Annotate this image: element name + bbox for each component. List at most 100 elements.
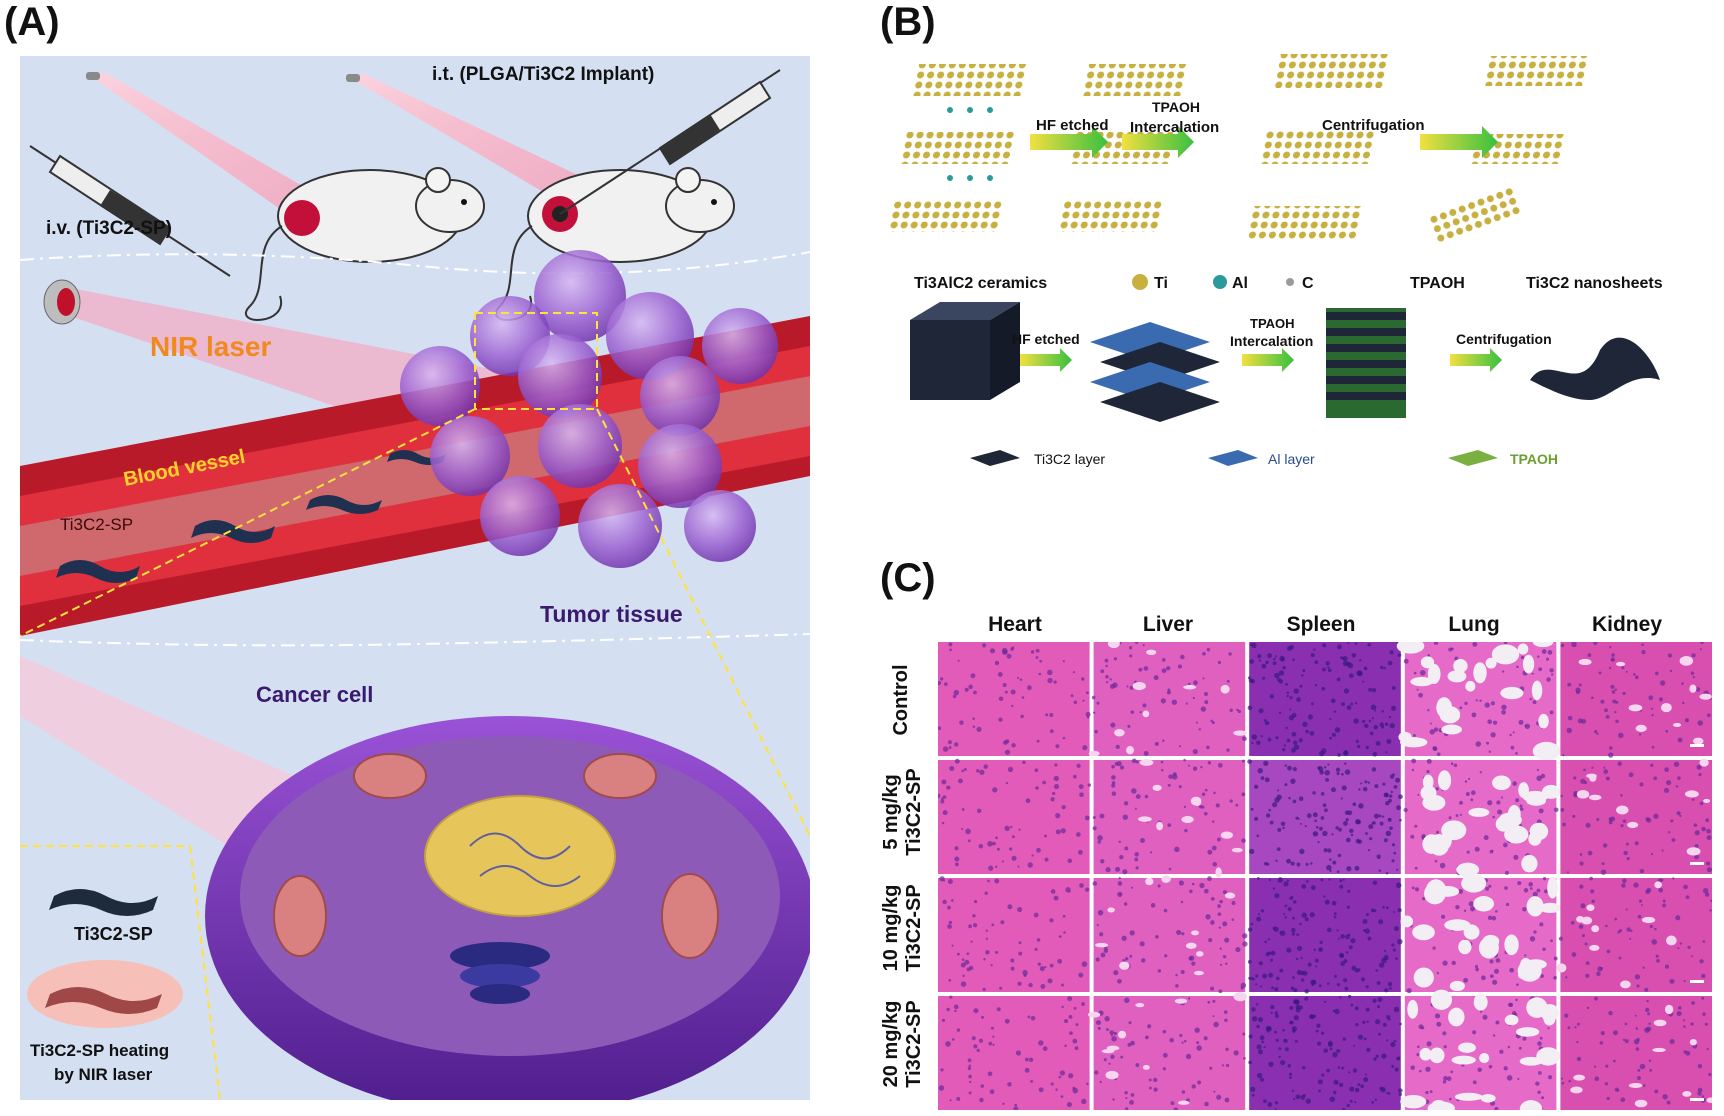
tissue-tile bbox=[1396, 642, 1561, 761]
legend2-tpaoh-label: TPAOH bbox=[1510, 451, 1558, 467]
panel-b-label: (B) bbox=[880, 0, 936, 44]
nucleus bbox=[424, 795, 616, 917]
arrow2-intercalation bbox=[1242, 348, 1294, 372]
tissue-tile bbox=[1560, 996, 1712, 1110]
arrow2-intercalation-label: Intercalation bbox=[1230, 333, 1313, 349]
divider-bottom bbox=[20, 633, 810, 647]
ceramics-label: Ti3AlC2 ceramics bbox=[914, 275, 1047, 292]
tissue-tile bbox=[1248, 994, 1403, 1110]
nanosheets bbox=[1427, 56, 1589, 245]
legend2-ti-label: Ti3C2 layer bbox=[1034, 451, 1105, 467]
legend-heat-sheet bbox=[45, 987, 162, 1014]
mouse-left bbox=[245, 167, 485, 321]
tissue-tile bbox=[1400, 874, 1561, 994]
panel-a-label: (A) bbox=[4, 0, 60, 44]
sp-label: Ti3C2-SP bbox=[60, 515, 133, 534]
tissue-tile bbox=[1403, 758, 1561, 877]
golgi bbox=[450, 942, 550, 970]
arrow2-hf bbox=[1020, 348, 1072, 372]
column-kidney: Kidney bbox=[1591, 613, 1662, 636]
legend-c-dot bbox=[1286, 278, 1294, 286]
scale-bar bbox=[1690, 1098, 1704, 1101]
mitochondria bbox=[273, 753, 719, 959]
iv-label: i.v. (Ti3C2-SP) bbox=[46, 218, 172, 239]
legend2-al-label: Al layer bbox=[1268, 451, 1315, 467]
legend2-tpaoh-swatch bbox=[1448, 450, 1498, 466]
tumor-tissue bbox=[400, 250, 778, 568]
panel-c-label: (C) bbox=[880, 556, 936, 600]
column-liver: Liver bbox=[1142, 613, 1194, 636]
cancer-label: Cancer cell bbox=[256, 682, 373, 707]
tissue-tile bbox=[1247, 759, 1403, 875]
crumpled-sheet bbox=[1530, 337, 1660, 400]
arrow-hf-label: HF etched bbox=[1036, 117, 1109, 134]
syringe-right bbox=[559, 69, 781, 215]
tissue-tile bbox=[1092, 875, 1248, 994]
tissue-tile bbox=[1088, 642, 1247, 757]
etched-layers bbox=[1090, 322, 1220, 422]
tissue-tile bbox=[1247, 877, 1403, 994]
tissue-tile bbox=[1092, 758, 1246, 878]
intercalated-layers bbox=[1326, 308, 1406, 418]
tissue-tile bbox=[1560, 758, 1712, 875]
panel-a-illustration: i.v. (Ti3C2-SP) i.t. (PLGA/Ti3C2 Implant… bbox=[20, 56, 810, 1100]
legend-tpaoh-label: TPAOH bbox=[1410, 275, 1465, 292]
laser-pointer-right bbox=[346, 74, 360, 82]
syringe-left bbox=[29, 145, 231, 277]
arrow-centrifugation bbox=[1420, 126, 1498, 158]
nir-label: NIR laser bbox=[150, 331, 271, 362]
zoom-box bbox=[474, 312, 598, 410]
legend-al-label: Al bbox=[1232, 275, 1248, 292]
legend-c-label: C bbox=[1302, 275, 1314, 292]
arrow-intercalation bbox=[1122, 126, 1194, 158]
block-stack bbox=[910, 302, 1020, 400]
laser-beam-left bbox=[90, 72, 320, 216]
tissue-tile bbox=[1560, 642, 1712, 758]
intercalated-stack bbox=[1246, 54, 1390, 240]
scale-bar bbox=[1690, 980, 1704, 983]
legend2-al-swatch bbox=[1208, 450, 1258, 466]
arrow2-centrifugation-label: Centrifugation bbox=[1456, 331, 1552, 347]
legend-heat-label-1: Ti3C2-SP heating bbox=[30, 1041, 169, 1060]
tumor-label: Tumor tissue bbox=[540, 601, 683, 627]
column-spleen: Spleen bbox=[1286, 613, 1356, 636]
scale-bar bbox=[1690, 862, 1704, 865]
panel-b-schematic: HF etched TPAOH Intercalation Centrifuga… bbox=[890, 54, 1663, 467]
divider-top bbox=[20, 251, 810, 275]
arrow2-hf-label: HF etched bbox=[1012, 331, 1080, 347]
legend-sp-sheet bbox=[49, 889, 158, 916]
tissue-tile bbox=[938, 758, 1092, 874]
legend2-ti-swatch bbox=[970, 450, 1020, 466]
column-heart: Heart bbox=[988, 613, 1042, 636]
arrow2-tpaoh-label: TPAOH bbox=[1250, 316, 1295, 331]
tissue-tile bbox=[1087, 991, 1247, 1110]
ti3alc2-stack bbox=[890, 64, 1028, 232]
arrow-intercalation-label: Intercalation bbox=[1130, 119, 1219, 136]
it-label: i.t. (PLGA/Ti3C2 Implant) bbox=[432, 64, 654, 85]
histology-grid bbox=[938, 642, 1712, 1110]
scale-bar bbox=[1690, 744, 1704, 747]
row-control-label: Control bbox=[890, 664, 912, 736]
legend-heat-label-2: by NIR laser bbox=[54, 1065, 153, 1084]
legend-ti-dot bbox=[1132, 274, 1148, 290]
tissue-tile bbox=[938, 642, 1091, 756]
tissue-tile bbox=[1400, 989, 1561, 1110]
laser-beam-right bbox=[350, 74, 580, 196]
column-lung: Lung bbox=[1448, 613, 1500, 636]
tissue-tile bbox=[1247, 642, 1402, 757]
tissue-tile bbox=[938, 995, 1090, 1110]
tissue-tile bbox=[938, 876, 1090, 992]
laser-pointer-left bbox=[86, 72, 100, 80]
legend-ti-label: Ti bbox=[1154, 275, 1168, 292]
legend-sp-label: Ti3C2-SP bbox=[74, 924, 153, 944]
arrow-tpaoh-label: TPAOH bbox=[1152, 99, 1200, 115]
arrow2-centrifugation bbox=[1450, 348, 1502, 372]
arrow-centrifugation-label: Centrifugation bbox=[1322, 117, 1425, 134]
tissue-tile bbox=[1556, 876, 1712, 992]
arrow-hf-etched bbox=[1030, 126, 1108, 158]
nanosheets-label: Ti3C2 nanosheets bbox=[1526, 275, 1663, 292]
mouse-right bbox=[495, 167, 735, 321]
